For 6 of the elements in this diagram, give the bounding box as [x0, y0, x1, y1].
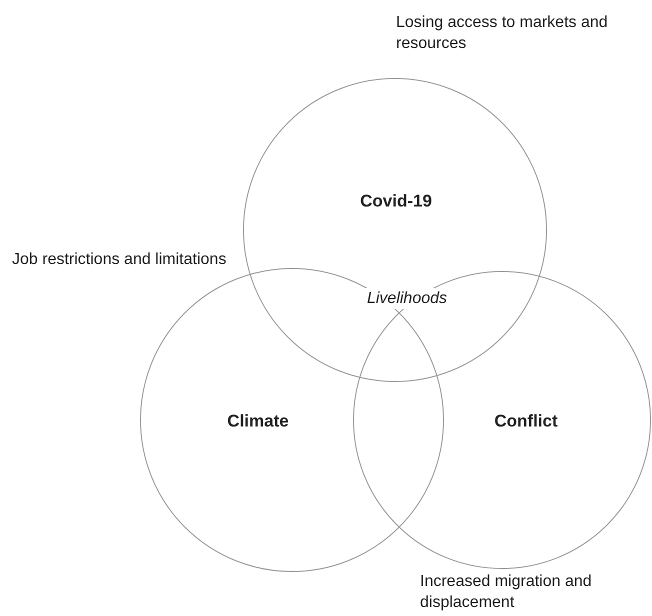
circle-label: Covid-19: [360, 190, 432, 212]
annotation-text: Job restrictions and limitations: [12, 250, 227, 270]
annotation-text: Losing access to markets and resources: [396, 13, 609, 54]
circle-label: Conflict: [494, 410, 558, 432]
circle-label: Climate: [227, 410, 289, 432]
annotation-text: Increased migration and displacement: [420, 572, 593, 613]
